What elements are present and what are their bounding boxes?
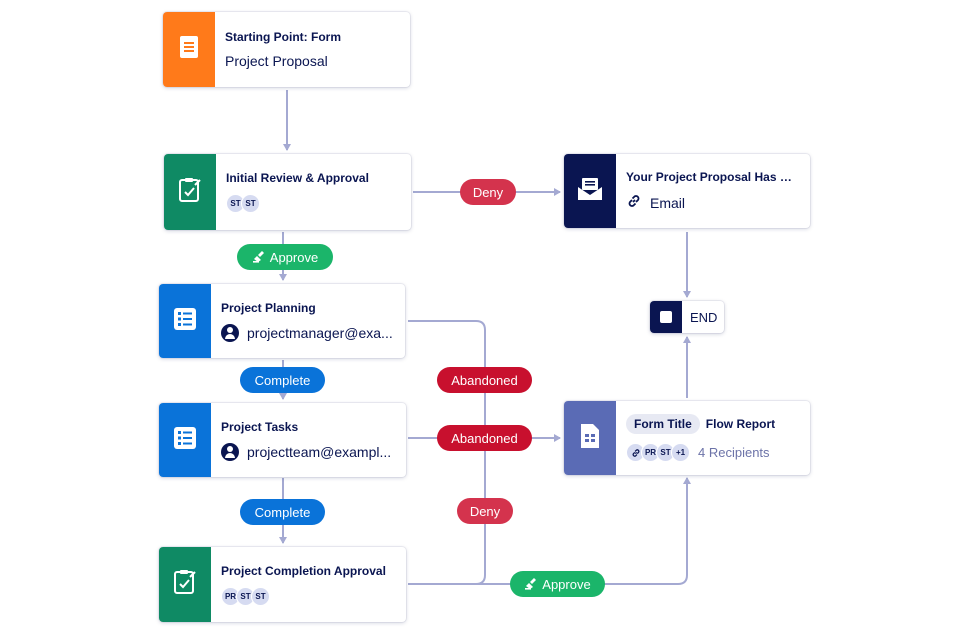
abandoned-pill-planning[interactable]: Abandoned — [437, 367, 532, 393]
node-initial-review-approval[interactable]: Initial Review & Approval ST ST — [164, 154, 411, 230]
node-end[interactable]: END — [650, 301, 724, 333]
form-icon — [179, 35, 199, 64]
approve-pill-review[interactable]: Approve — [237, 244, 333, 270]
approval-icon — [173, 569, 197, 600]
form-title-tag: Form Title — [626, 414, 700, 434]
node-subtitle: Project Proposal — [225, 53, 328, 69]
complete-pill-planning[interactable]: Complete — [240, 367, 325, 393]
node-report-icon-panel — [564, 401, 616, 475]
link-icon — [626, 193, 642, 212]
connector-planning-abandoned — [408, 320, 486, 438]
node-title: Starting Point: Form — [225, 30, 341, 44]
end-label: END — [690, 309, 718, 325]
recipient-avatars: PR ST +1 — [626, 443, 690, 462]
node-completion-icon-panel — [159, 547, 211, 622]
assignee-avatars: PR ST ST — [221, 586, 396, 606]
approval-icon — [178, 177, 202, 208]
abandoned-pill-tasks[interactable]: Abandoned — [437, 425, 532, 451]
stop-icon — [650, 301, 682, 333]
node-project-completion-approval[interactable]: Project Completion Approval PR ST ST — [159, 547, 406, 622]
approve-pill-completion[interactable]: Approve — [510, 571, 605, 597]
node-review-icon-panel — [164, 154, 216, 230]
node-title: Project Planning — [221, 300, 316, 315]
avatar: ST — [241, 194, 260, 213]
deny-pill-completion[interactable]: Deny — [457, 498, 513, 524]
task-list-icon — [173, 426, 197, 455]
approve-stamp-icon — [524, 576, 538, 593]
task-list-icon — [173, 307, 197, 336]
node-title: Project Completion Approval — [221, 563, 386, 578]
node-planning-icon-panel — [159, 284, 211, 358]
node-assignee: projectmanager@exa... — [221, 323, 395, 342]
complete-pill-tasks[interactable]: Complete — [240, 499, 325, 525]
connector-completion-report — [408, 477, 691, 585]
recipients-count: 4 Recipients — [698, 445, 770, 460]
email-icon — [577, 177, 603, 206]
node-project-tasks[interactable]: Project Tasks projectteam@exampl... — [159, 403, 406, 477]
user-icon — [221, 442, 239, 461]
node-title: Project Tasks — [221, 419, 299, 434]
node-title-row: Form Title Flow Report — [626, 414, 800, 434]
avatar: ST — [251, 586, 270, 606]
node-start-icon-panel — [163, 12, 215, 87]
node-subtitle: Email — [626, 193, 800, 212]
avatar-more: +1 — [671, 443, 690, 462]
node-assignee: projectteam@exampl... — [221, 442, 396, 461]
node-starting-point-form[interactable]: Starting Point: Form Project Proposal — [163, 12, 410, 87]
node-title: Your Project Proposal Has Be... — [626, 170, 800, 184]
assignee-avatars: ST ST — [226, 194, 401, 213]
node-flow-report[interactable]: Form Title Flow Report PR ST +1 4 Recipi… — [564, 401, 810, 475]
node-title: Flow Report — [705, 417, 776, 431]
node-email[interactable]: Your Project Proposal Has Be... Email — [564, 154, 810, 228]
node-project-planning[interactable]: Project Planning projectmanager@exa... — [159, 284, 405, 358]
user-icon — [221, 323, 239, 342]
report-icon — [579, 423, 601, 454]
node-email-icon-panel — [564, 154, 616, 228]
recipients-row: PR ST +1 4 Recipients — [626, 443, 800, 462]
node-title: Initial Review & Approval — [226, 171, 369, 185]
deny-pill-review[interactable]: Deny — [460, 179, 516, 205]
node-tasks-icon-panel — [159, 403, 211, 477]
avatar: PR — [221, 586, 240, 606]
approve-stamp-icon — [252, 249, 266, 266]
